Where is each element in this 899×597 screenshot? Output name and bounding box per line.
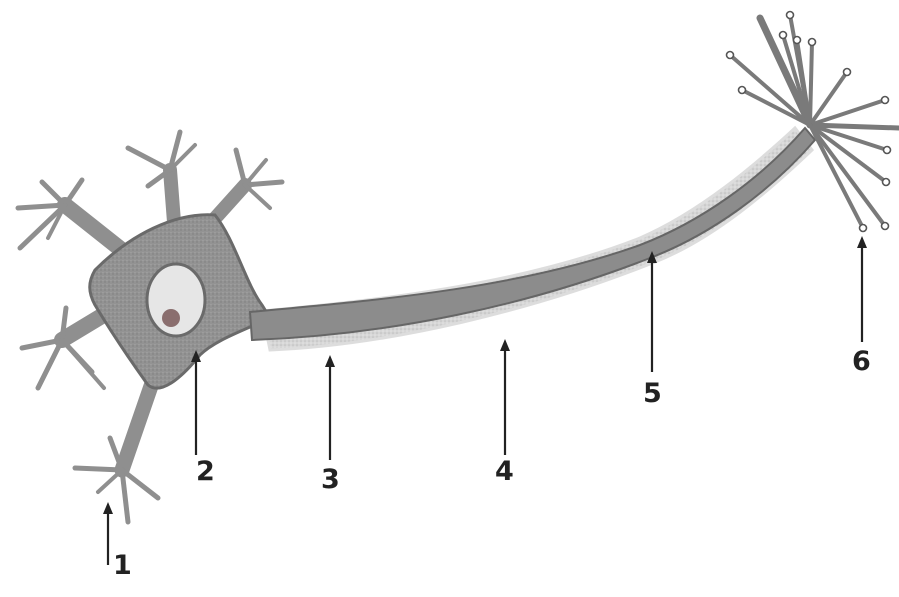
arrow-6: [857, 236, 867, 342]
label-6: 6: [852, 348, 871, 375]
arrow-3: [325, 355, 335, 460]
arrow-5: [647, 251, 657, 372]
nucleolus: [162, 309, 180, 327]
label-5: 5: [643, 380, 662, 407]
label-1: 1: [113, 552, 132, 579]
axon: [250, 128, 815, 340]
label-2: 2: [196, 458, 215, 485]
arrow-1: [103, 502, 113, 565]
arrow-4: [500, 339, 510, 455]
label-3: 3: [321, 466, 340, 493]
label-4: 4: [495, 458, 514, 485]
